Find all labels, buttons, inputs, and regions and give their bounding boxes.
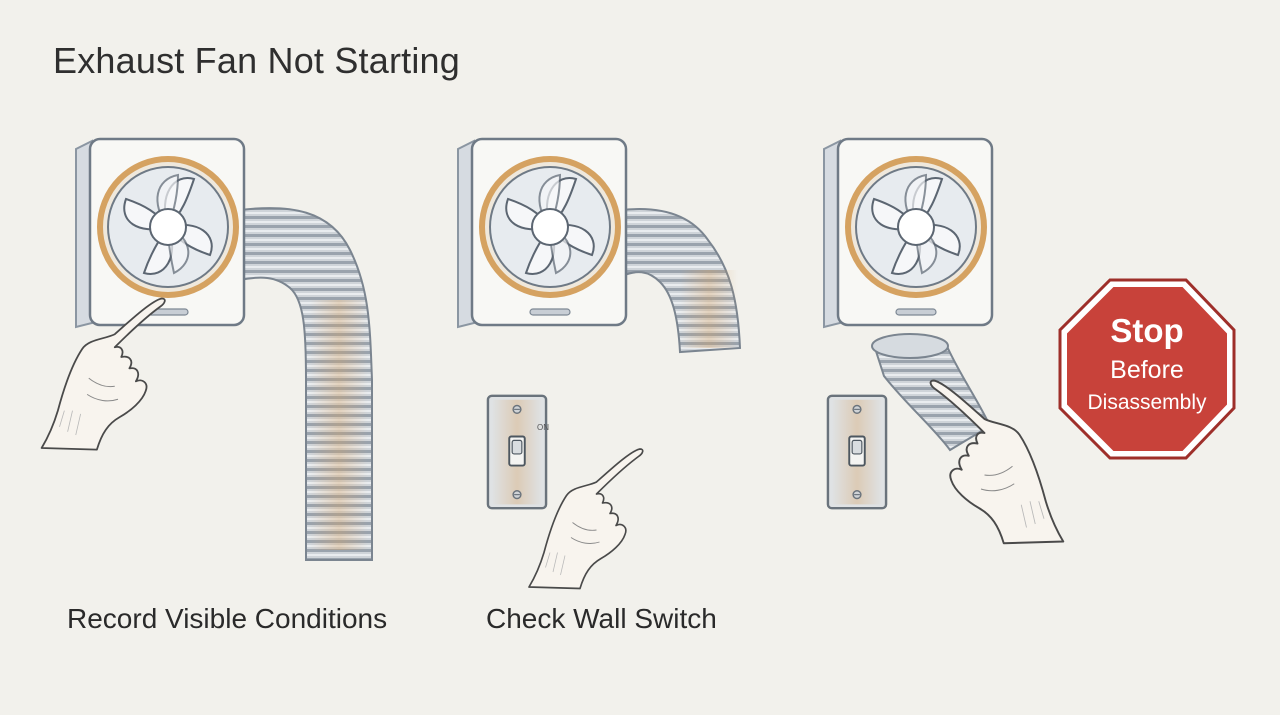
step-1-record-visible-conditions [40, 139, 373, 561]
wall-switch-icon [486, 394, 548, 510]
exhaust-fan-icon [824, 139, 992, 327]
step-3-inspect-duct [824, 139, 1065, 545]
flexible-duct-icon [621, 208, 742, 354]
step-2-caption: Check Wall Switch [486, 603, 717, 634]
exhaust-fan-icon [458, 139, 626, 327]
stop-sign-line2: Before [1110, 356, 1184, 384]
step-1-caption: Record Visible Conditions [67, 603, 388, 634]
wall-switch-icon [826, 394, 888, 510]
step-2-check-wall-switch: ON [458, 139, 742, 590]
stop-sign-icon: Stop Before Disassembly [1058, 278, 1236, 460]
switch-on-mark: ON [537, 423, 549, 432]
stop-sign-line3: Disassembly [1087, 391, 1207, 414]
flexible-duct-icon [239, 207, 373, 561]
flexible-duct-icon [871, 333, 992, 452]
stop-sign-line1: Stop [1110, 312, 1183, 349]
page-title: Exhaust Fan Not Starting [53, 40, 461, 81]
